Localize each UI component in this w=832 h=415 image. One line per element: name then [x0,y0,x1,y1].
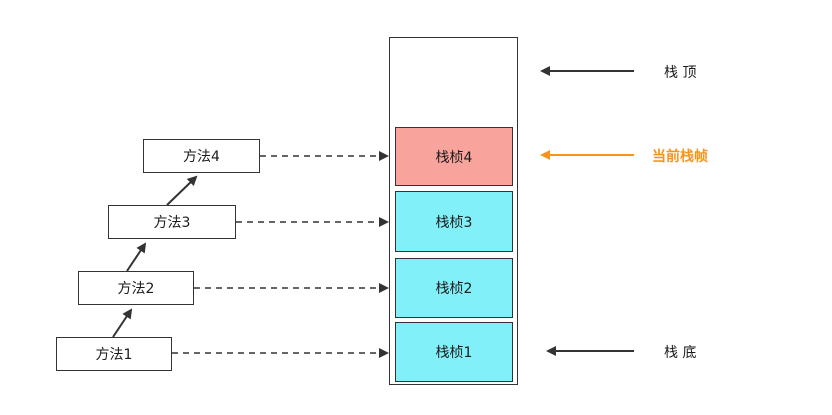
method-box-2: 方法2 [78,271,194,305]
stack-frame-2: 栈桢2 [395,258,513,318]
stack-frame-1: 栈桢1 [395,322,513,382]
stack-top-label: 栈 顶 [664,65,697,81]
method-label-1: 方法1 [95,347,133,363]
frame-label-3: 栈桢3 [435,214,473,231]
stack-frame-3: 栈桢3 [395,191,513,252]
current-frame-label: 当前栈帧 [652,149,708,165]
frame-label-4: 栈桢4 [435,149,473,166]
frame-label-2: 栈桢2 [435,281,473,297]
method-label-3: 方法3 [153,215,191,231]
stack-frame-4-current: 栈桢4 [395,127,513,186]
method-label-2: 方法2 [117,281,155,297]
method-box-4: 方法4 [143,139,260,173]
frame-label-1: 栈桢1 [435,345,473,361]
call-arrow-3-4 [166,175,198,206]
call-arrow-2-3 [126,242,147,272]
method-box-3: 方法3 [108,205,236,239]
stack-bottom-label: 栈 底 [664,345,697,361]
call-arrow-1-2 [112,308,133,338]
method-label-4: 方法4 [183,149,220,165]
method-box-1: 方法1 [56,337,172,371]
